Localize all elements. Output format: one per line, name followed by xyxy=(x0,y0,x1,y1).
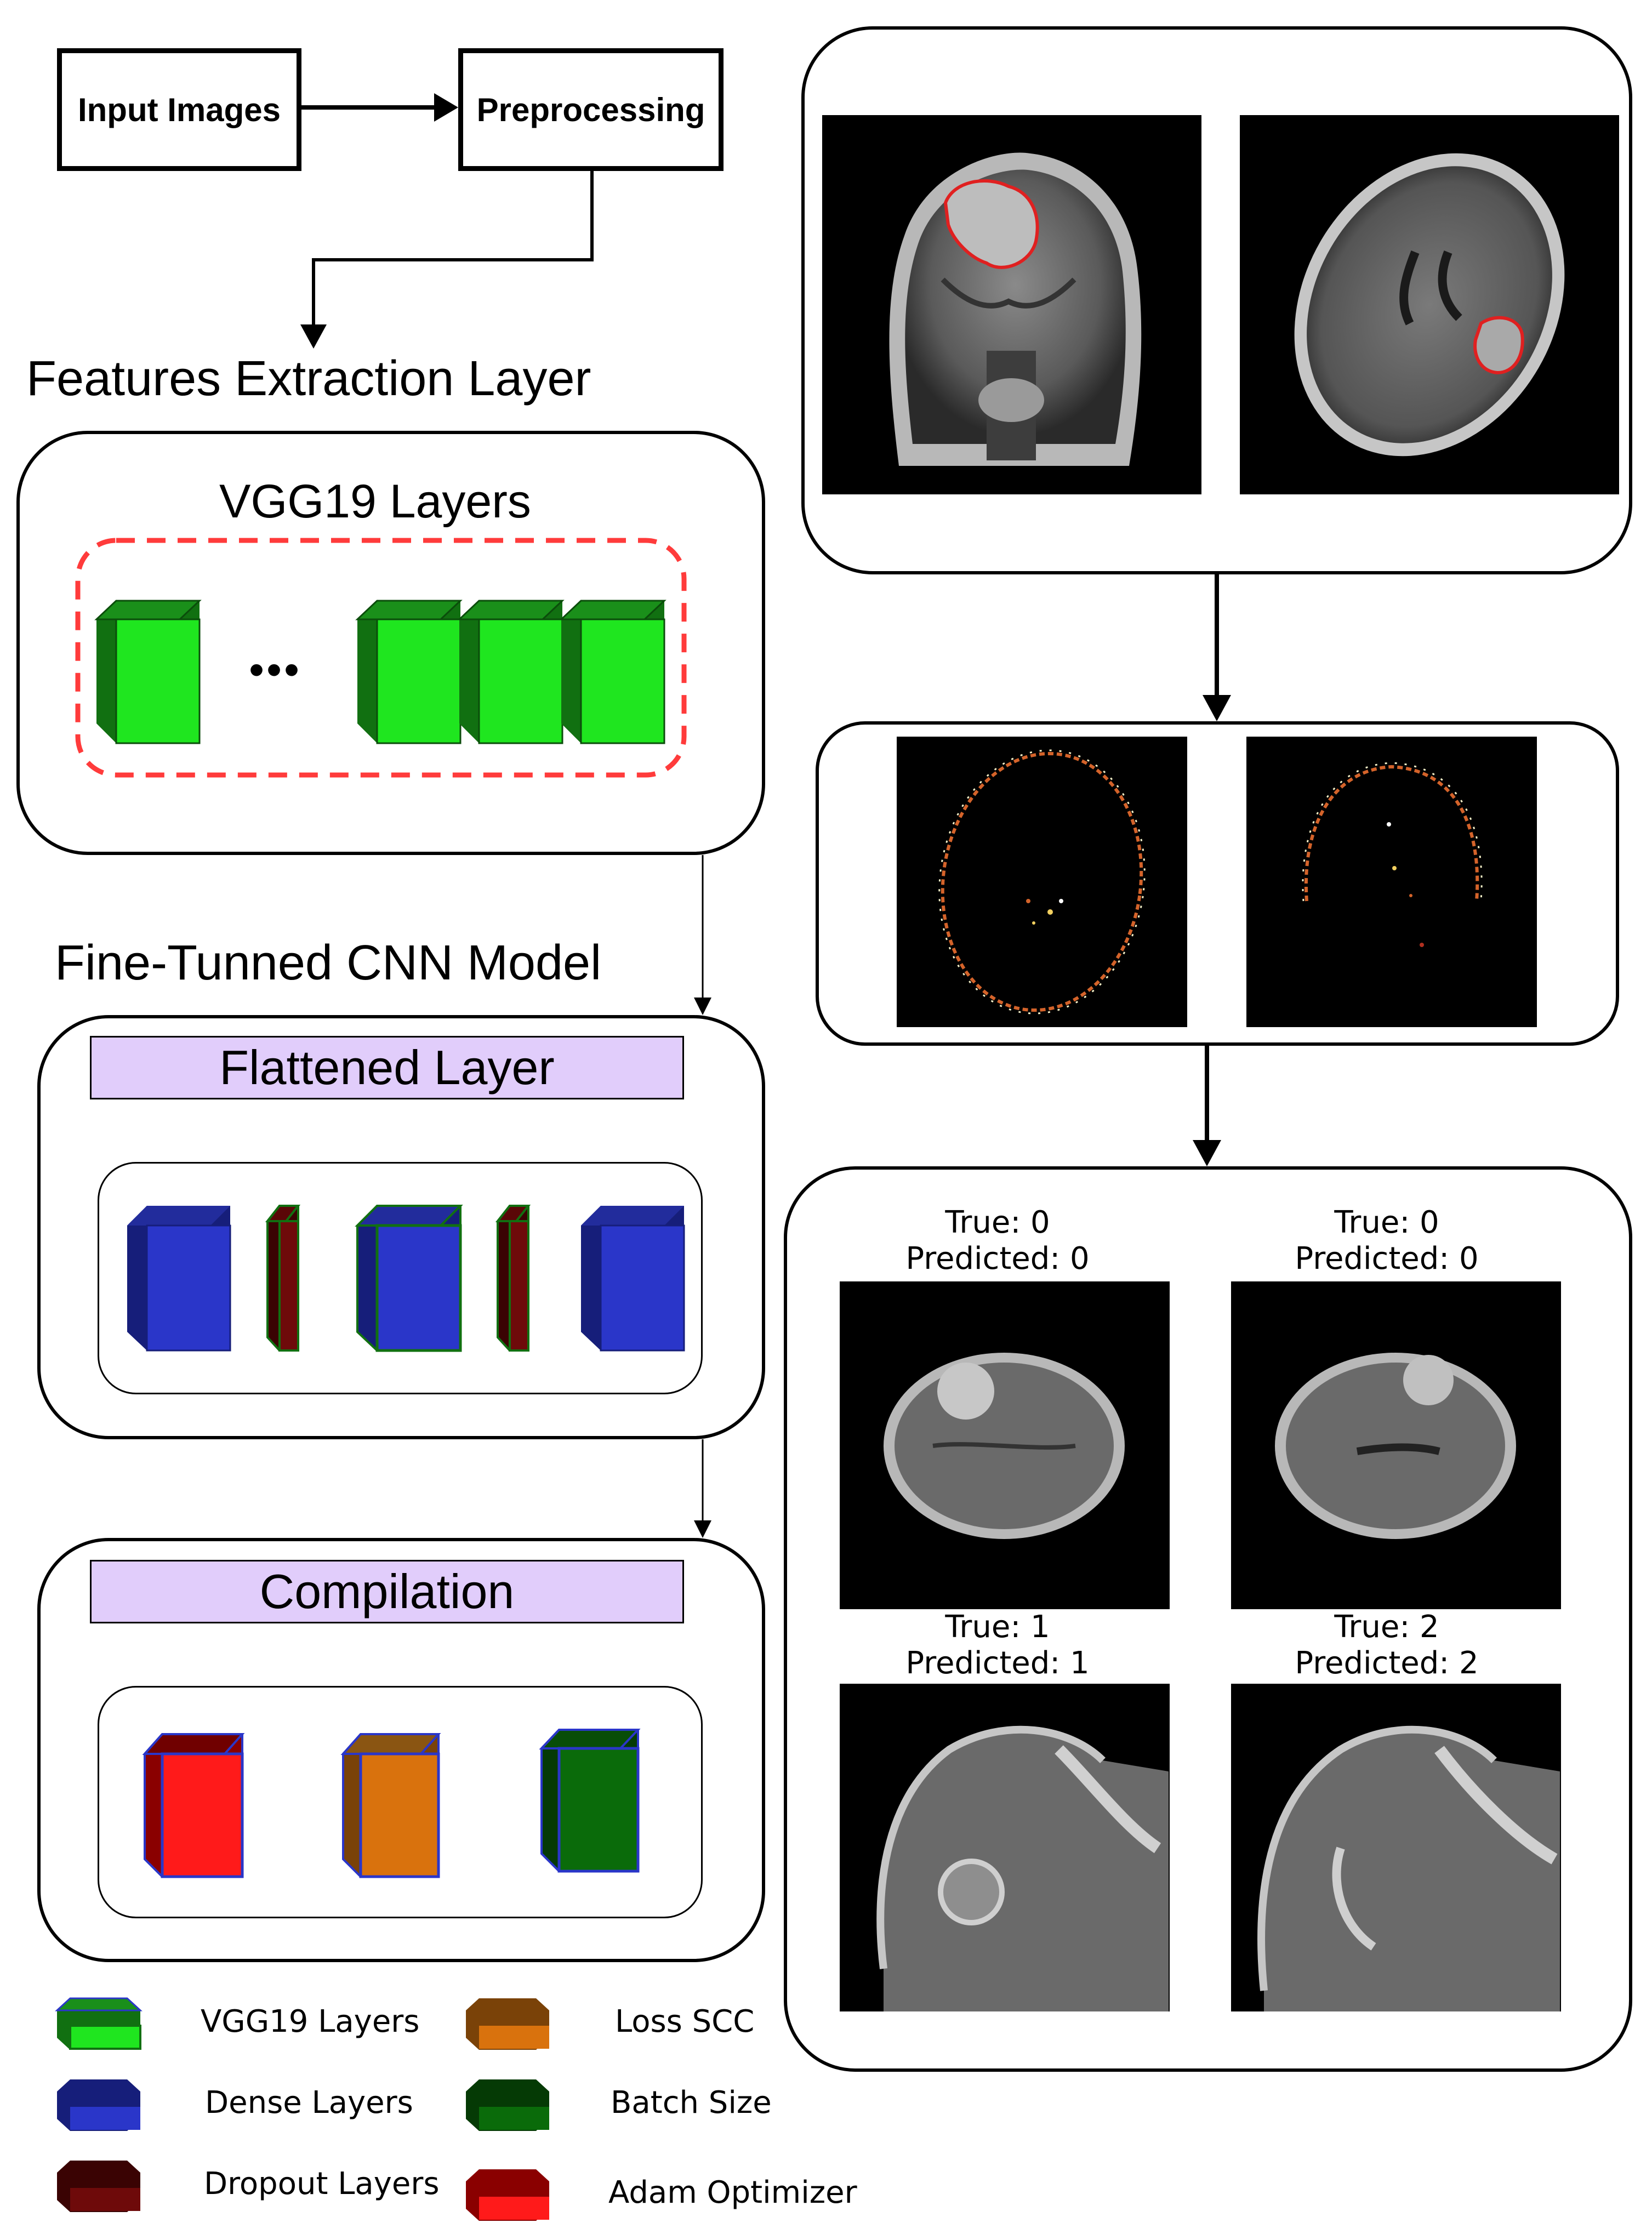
arrowhead-results xyxy=(1193,1140,1221,1166)
flattened-layer-label: Flattened Layer xyxy=(219,1040,555,1095)
adam-optimizer-block xyxy=(142,1733,245,1878)
vgg19-title: VGG19 Layers xyxy=(219,475,531,528)
legend-dropout-label: Dropout Layers xyxy=(204,2166,440,2202)
dropout-block-1 xyxy=(265,1205,301,1352)
mri-axial-image xyxy=(1240,115,1619,494)
legend-dense-label: Dense Layers xyxy=(205,2085,413,2121)
vgg-cube-1 xyxy=(94,600,202,744)
mri-coronal-image xyxy=(822,115,1201,494)
compilation-label: Compilation xyxy=(259,1564,515,1618)
compilation-bar: Compilation xyxy=(90,1560,684,1623)
result-4-drawing xyxy=(1257,1725,1560,2011)
flattened-layer-bar: Flattened Layer xyxy=(90,1036,684,1099)
saliency-axial-drawing xyxy=(938,749,1146,1015)
result-3-drawing xyxy=(876,1725,1169,2011)
legend-adam-icon xyxy=(466,2169,549,2221)
arrow-preprocessing-to-features xyxy=(312,171,594,329)
vgg19-ellipsis: ••• xyxy=(249,645,302,694)
result-1-predicted: Predicted: 0 xyxy=(905,1241,1090,1276)
result-4-image xyxy=(1231,1684,1561,2011)
preprocessing-label: Preprocessing xyxy=(476,91,705,128)
result-1-caption: True: 0 Predicted: 0 xyxy=(855,1205,1140,1277)
result-1-image xyxy=(840,1281,1170,1609)
result-2-true: True: 0 xyxy=(1334,1205,1439,1240)
input-images-label: Input Images xyxy=(77,91,281,128)
arrowhead-saliency xyxy=(1203,695,1231,721)
legend-adam-label: Adam Optimizer xyxy=(608,2175,857,2210)
legend-loss-icon xyxy=(466,1998,549,2050)
result-3-caption: True: 1 Predicted: 1 xyxy=(855,1609,1140,1682)
legend-dropout-icon xyxy=(57,2161,140,2212)
mri-axial-drawing xyxy=(1294,153,1565,457)
dense-block-2 xyxy=(355,1205,463,1352)
loss-scc-block xyxy=(340,1733,441,1878)
legend-vgg-icon xyxy=(55,1997,143,2050)
result-3-predicted: Predicted: 1 xyxy=(905,1645,1090,1681)
arrowhead-features xyxy=(300,324,327,349)
legend-batch-icon xyxy=(466,2079,549,2131)
result-1-true: True: 0 xyxy=(945,1205,1050,1240)
result-2-image xyxy=(1231,1281,1561,1609)
saliency-map-coronal xyxy=(1246,737,1537,1027)
arrowhead-preprocessing xyxy=(434,93,458,122)
features-extraction-heading: Features Extraction Layer xyxy=(26,351,591,406)
legend-loss-label: Loss SCC xyxy=(615,2004,755,2039)
dense-block-1 xyxy=(127,1206,231,1352)
legend-vgg-label: VGG19 Layers xyxy=(201,2004,420,2039)
result-2-drawing xyxy=(1275,1353,1516,1539)
result-3-true: True: 1 xyxy=(945,1609,1050,1645)
arrowhead-flattened-box xyxy=(694,998,711,1015)
result-1-drawing xyxy=(884,1353,1125,1539)
input-images-box: Input Images xyxy=(57,48,301,171)
result-2-predicted: Predicted: 0 xyxy=(1295,1241,1479,1276)
finetuned-heading: Fine-Tunned CNN Model xyxy=(55,936,602,990)
legend-dense-icon xyxy=(57,2079,140,2131)
arrowhead-compilation-box xyxy=(694,1520,711,1538)
dense-block-3 xyxy=(581,1206,685,1352)
result-4-predicted: Predicted: 2 xyxy=(1295,1645,1479,1681)
vgg-cube-4 xyxy=(559,600,667,744)
preprocessing-box: Preprocessing xyxy=(458,48,724,171)
result-4-true: True: 2 xyxy=(1334,1609,1439,1645)
result-4-caption: True: 2 Predicted: 2 xyxy=(1244,1609,1529,1682)
saliency-coronal-drawing xyxy=(1302,762,1483,947)
saliency-map-axial xyxy=(897,737,1187,1027)
batch-size-block xyxy=(539,1729,641,1873)
vgg-cube-3 xyxy=(457,600,565,744)
mri-coronal-drawing xyxy=(889,152,1142,466)
legend-batch-label: Batch Size xyxy=(611,2085,772,2121)
result-2-caption: True: 0 Predicted: 0 xyxy=(1244,1205,1529,1277)
dropout-block-2 xyxy=(495,1205,531,1352)
result-3-image xyxy=(840,1684,1170,2011)
vgg-cube-2 xyxy=(355,600,463,744)
